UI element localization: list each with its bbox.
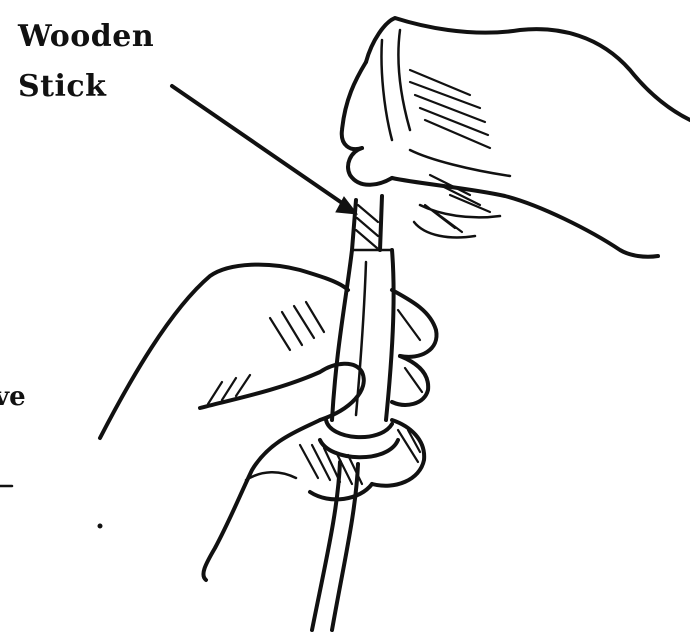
wooden-stick-icon bbox=[352, 196, 382, 250]
upper-hand-icon bbox=[342, 18, 690, 257]
stray-dot bbox=[98, 524, 102, 528]
lower-hand-icon bbox=[100, 265, 437, 580]
pointer-arrow-icon bbox=[172, 86, 357, 214]
tubing-icon bbox=[312, 462, 358, 630]
